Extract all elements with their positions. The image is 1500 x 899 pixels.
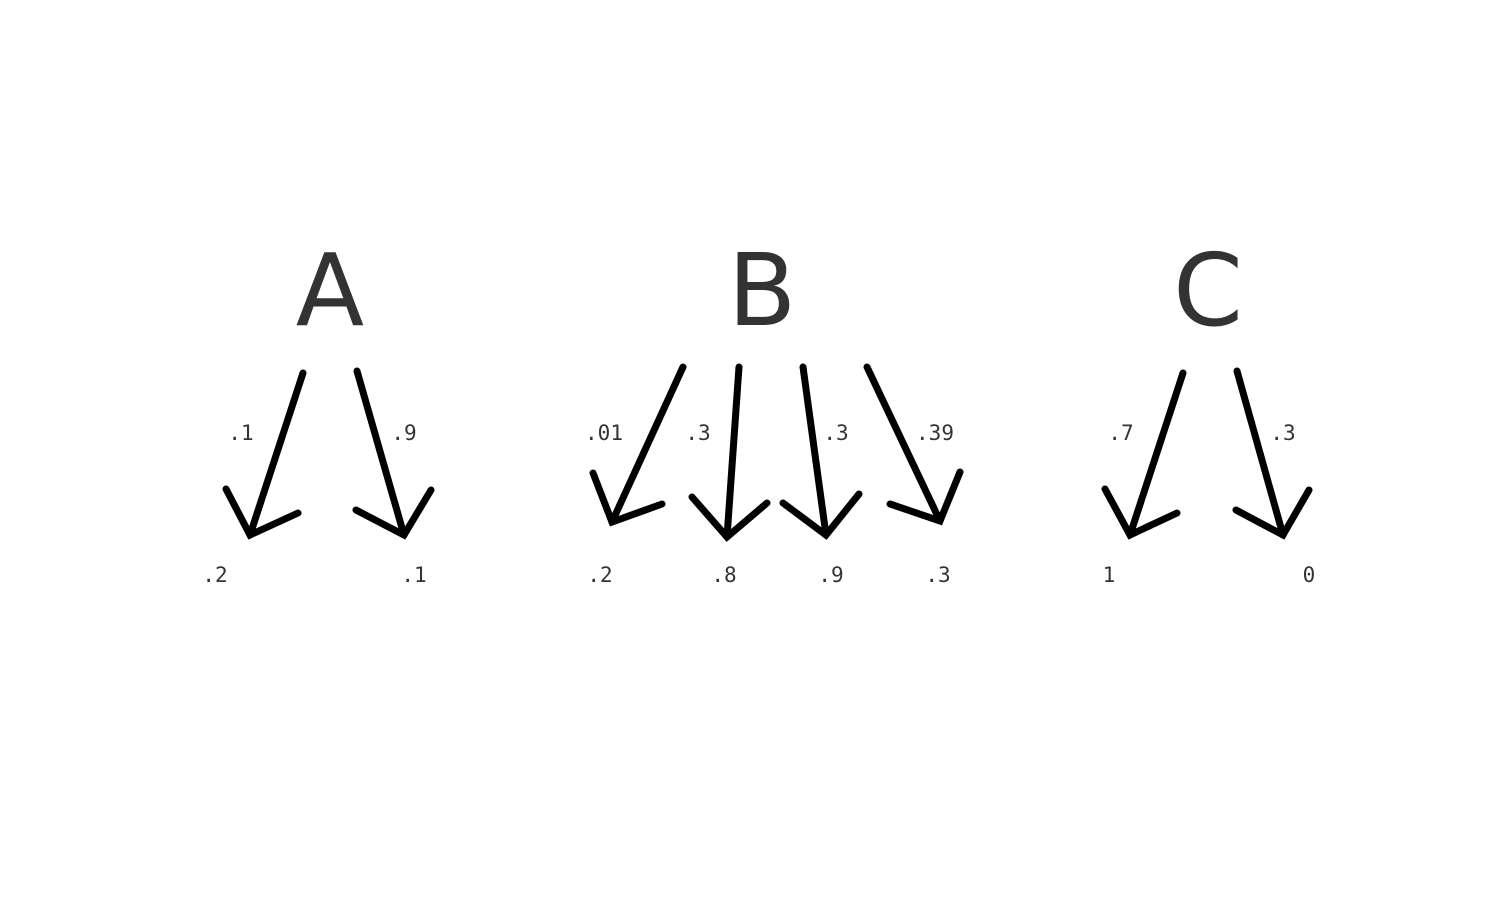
node-b-branch-3-value: .9 <box>818 563 843 587</box>
node-c-branch-1-value: 1 <box>1103 563 1116 587</box>
node-c-branch-1-probability: .7 <box>1108 421 1133 445</box>
node-b-label: B <box>728 232 797 349</box>
node-b-branch-4-value: .3 <box>925 563 950 587</box>
node-a-branch-1-arrow <box>222 369 307 540</box>
node-b-branch-4-arrow <box>863 363 964 526</box>
node-b-branch-1-value: .2 <box>587 563 612 587</box>
node-c-label: C <box>1173 232 1243 349</box>
node-b-branch-1-arrow <box>589 363 687 527</box>
node-a-branch-2-arrow <box>352 367 435 540</box>
node-b-branch-3-probability: .3 <box>823 421 848 445</box>
node-a-branch-1-value: .2 <box>202 563 227 587</box>
node-b-branch-2-probability: .3 <box>685 421 710 445</box>
node-c-branch-1-arrow <box>1101 369 1187 540</box>
node-a-label: A <box>296 232 364 349</box>
node-c-branch-2-arrow <box>1232 367 1313 540</box>
node-b-branch-3-arrow <box>779 363 863 540</box>
node-b-branch-4-probability: .39 <box>916 421 954 445</box>
node-a-group: A .1 .2 .9 .1 <box>202 232 435 587</box>
node-a-branch-1-probability: .1 <box>228 421 253 445</box>
node-b-branch-1-probability: .01 <box>585 421 623 445</box>
node-b-group: B .01 .2 .3 .8 .3 .9 .39 .3 <box>585 232 964 587</box>
node-c-group: C .7 1 .3 0 <box>1101 232 1316 587</box>
node-b-branch-2-value: .8 <box>711 563 736 587</box>
node-c-branch-2-probability: .3 <box>1270 421 1295 445</box>
node-b-branch-2-arrow <box>688 363 771 542</box>
node-c-branch-2-value: 0 <box>1303 563 1316 587</box>
node-a-branch-2-value: .1 <box>401 563 426 587</box>
node-a-branch-2-probability: .9 <box>391 421 416 445</box>
